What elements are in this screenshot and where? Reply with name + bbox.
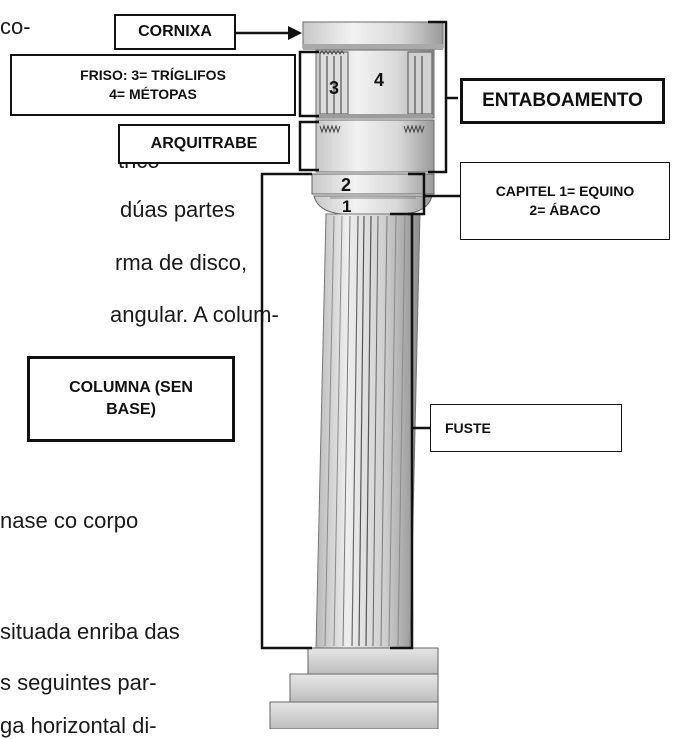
body-text-line-7: situada enriba das (0, 619, 180, 644)
architrave-bracket (298, 120, 319, 172)
capital-block (311, 173, 435, 215)
architrave-block (315, 119, 435, 173)
shaft-bracket (390, 212, 430, 650)
frieze-block (315, 49, 435, 119)
body-text-line-8: s seguintes par- (0, 670, 157, 695)
column-shaft (315, 213, 421, 649)
number-3-triglyph: 3 (329, 78, 339, 98)
body-text-line-6: nase co corpo (0, 508, 139, 533)
column-steps (269, 647, 439, 729)
label-capitel-line-1: CAPITEL 1= EQUINO (495, 183, 635, 200)
label-fuste-text: FUSTE (445, 419, 491, 436)
frieze-bracket (298, 50, 319, 118)
body-text-line-5: angular. A colum- (110, 302, 279, 327)
label-arquitrabe-text: ARQUITRABE (150, 135, 258, 153)
label-fuste: FUSTE (430, 404, 622, 452)
capital-bracket (408, 172, 460, 216)
label-cornixa: CORNIXA (114, 14, 236, 50)
label-capitel: CAPITEL 1= EQUINO 2= ÁBACO (460, 162, 670, 240)
label-capitel-line-2: 2= ÁBACO (529, 202, 601, 218)
body-text-line-1: co- (0, 14, 31, 39)
entablature-bracket (428, 20, 458, 174)
body-text-line-3: dúas partes (120, 197, 235, 222)
cornice-block (302, 21, 444, 50)
body-text-line-4: rma de disco, (115, 250, 248, 275)
label-columna: COLUMNA (SEN BASE) (27, 356, 235, 442)
number-1-echinus: 1 (342, 197, 351, 216)
label-entaboamento-text: ENTABOAMENTO (482, 90, 643, 112)
number-2-abacus: 2 (341, 175, 351, 195)
label-friso-line-2: 4= MÉTOPAS (109, 86, 197, 102)
label-columna-line-2: BASE) (106, 401, 156, 418)
label-friso: FRISO: 3= TRÍGLIFOS 4= MÉTOPAS (10, 54, 296, 116)
cornice-arrow (236, 26, 302, 40)
label-friso-line-1: FRISO: 3= TRÍGLIFOS (80, 67, 226, 84)
label-entaboamento: ENTABOAMENTO (460, 78, 665, 124)
label-columna-line-1: COLUMNA (SEN (69, 379, 193, 397)
label-arquitrabe: ARQUITRABE (118, 124, 290, 164)
label-cornixa-text: CORNIXA (138, 23, 212, 41)
column-bracket (260, 172, 312, 650)
number-4-metope: 4 (374, 70, 384, 90)
